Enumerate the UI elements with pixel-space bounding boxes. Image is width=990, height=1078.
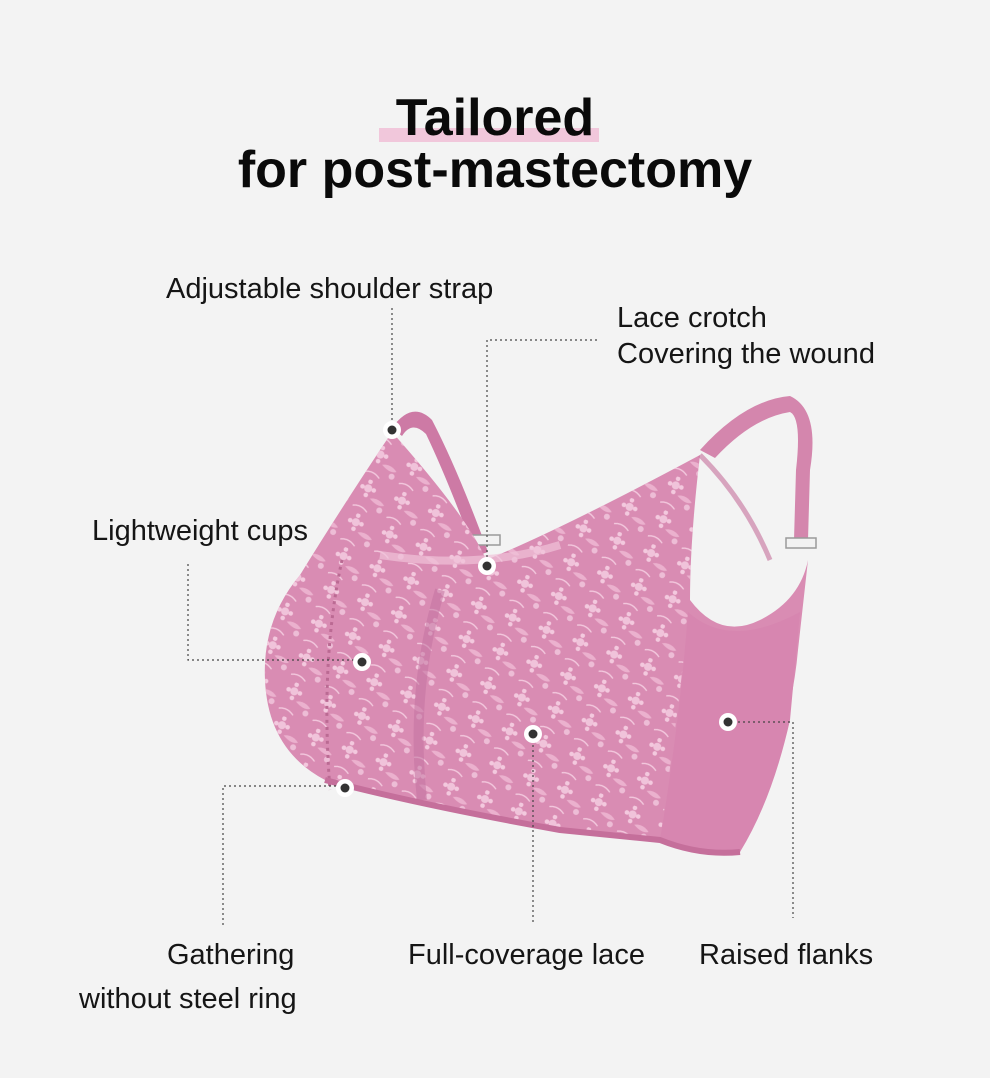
callout-lace-crotch-label-2: Covering the wound — [617, 338, 875, 370]
lace-crotch-leader — [486, 339, 597, 566]
strap-marker-icon — [383, 421, 401, 439]
callout-gathering-label-2: without steel ring — [79, 983, 297, 1015]
cups-leader — [187, 564, 362, 661]
flanks-leader — [728, 721, 794, 918]
callout-gathering-label-1: Gathering — [167, 939, 295, 971]
gathering-marker-icon — [336, 779, 354, 797]
callout-leader-lines — [187, 308, 794, 925]
right-shoulder-strap — [700, 396, 817, 549]
callout-flanks-label: Raised flanks — [699, 939, 874, 971]
bra-body — [264, 432, 808, 856]
gathering-leader — [222, 785, 345, 925]
callout-cups-label: Lightweight cups — [92, 515, 309, 547]
flanks-marker-icon — [719, 713, 737, 731]
callout-strap-label: Adjustable shoulder strap — [166, 273, 494, 305]
callout-lace-crotch-label-1: Lace crotch — [617, 302, 767, 334]
title-highlight-bar — [379, 128, 599, 142]
title-line-1: Tailored — [395, 89, 595, 147]
lace-marker-icon — [524, 725, 542, 743]
cups-marker-icon — [353, 653, 371, 671]
title-line-2: for post-mastectomy — [237, 141, 753, 199]
lace-crotch-marker-icon — [478, 557, 496, 575]
callout-lace-label: Full-coverage lace — [408, 939, 645, 971]
callout-markers — [336, 421, 737, 797]
